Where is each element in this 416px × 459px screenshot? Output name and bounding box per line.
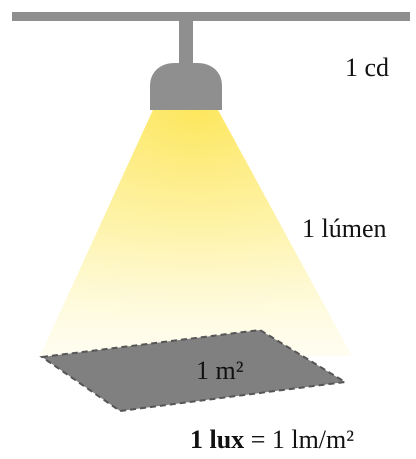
lux-formula-bold: 1 lux: [190, 425, 244, 454]
floor-square-icon: [39, 328, 348, 413]
ceiling-bar-icon: [12, 12, 410, 21]
candela-label: 1 cd: [345, 53, 389, 82]
area-label: 1 m²: [196, 356, 244, 385]
lamp-rod-icon: [179, 21, 193, 63]
lux-formula-rest: = 1 lm/m²: [244, 425, 354, 454]
light-cone-icon: [40, 110, 352, 356]
lux-formula: 1 lux = 1 lm/m²: [190, 425, 354, 454]
ceiling-lamp-icon: [150, 63, 222, 110]
lumen-label: 1 lúmen: [302, 214, 387, 243]
